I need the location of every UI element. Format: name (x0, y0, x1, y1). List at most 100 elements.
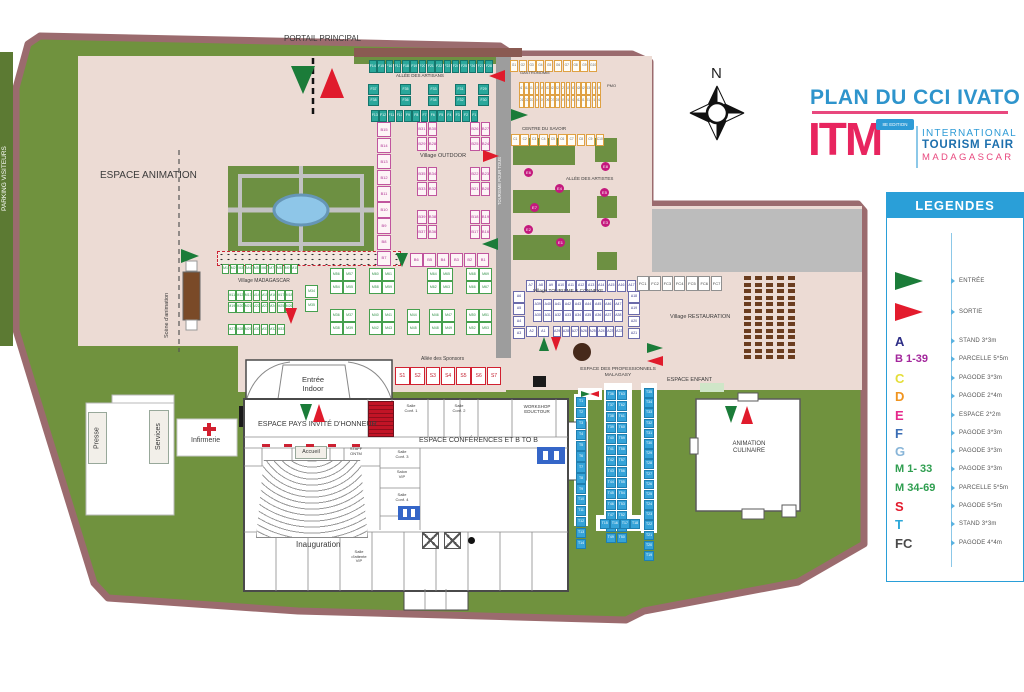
restaurant-table (777, 308, 784, 313)
tick-icon (951, 448, 955, 454)
tree (573, 343, 591, 361)
booth-A19: A19 (628, 303, 640, 315)
restaurant-table (788, 295, 795, 300)
wc-figure-icon (554, 451, 559, 460)
booth-T2: T2 (576, 407, 586, 419)
services-label: Services (149, 410, 169, 464)
legend-label: ENTRÉE (959, 278, 985, 284)
booth-F33: F33 (428, 84, 439, 95)
espace-badge-E5: E5 (600, 188, 609, 197)
booth-F1: F1 (470, 110, 479, 122)
booth-M12: M12 (236, 290, 244, 301)
restaurant-table (788, 282, 795, 287)
restaurant-table (766, 295, 773, 300)
restaurant-table (744, 276, 751, 280)
booth-A44: A44 (583, 299, 593, 311)
legend-label: PAGODE 3*3m (959, 430, 1003, 436)
booth-B7: B7 (377, 250, 391, 266)
legend-label: PAGODE 2*4m (959, 393, 1003, 399)
tick-icon (951, 278, 955, 284)
booth-T27: T27 (644, 469, 654, 480)
booth-M19: M19 (228, 301, 236, 313)
booth-F23: F23 (443, 60, 452, 73)
booth-D2: D2 (524, 94, 529, 108)
restaurant-table (744, 282, 751, 287)
booth-D23: D23 (550, 82, 555, 95)
booth-M1: M1 (222, 264, 229, 274)
booth-FC5: FC5 (686, 276, 698, 291)
legend-header: LEGENDES (887, 193, 1023, 218)
booth-M43: M43 (382, 322, 395, 335)
parking-visiteurs-label: PARKING VISITEURS (1, 146, 8, 211)
restaurant-table (777, 328, 784, 333)
booth-A21: A21 (628, 327, 640, 340)
aisle-strip (496, 56, 511, 358)
restaurant-table (755, 348, 762, 353)
column-dot (468, 537, 475, 544)
village-madagascar-label: Village MADAGASCAR (238, 278, 290, 284)
legend-key: E (895, 407, 904, 423)
espace-animation-label: ESPACE ANIMATION (100, 170, 197, 181)
booth-F26: F26 (468, 60, 477, 73)
booth-A43: A43 (573, 299, 583, 311)
legend-key: C (895, 370, 905, 386)
booth-M7: M7 (268, 264, 276, 274)
booth-T35: T35 (644, 388, 654, 398)
restaurant-table (766, 302, 773, 307)
tick-icon (951, 338, 955, 344)
exit-flag-icon (285, 308, 297, 324)
booth-T49: T49 (606, 532, 616, 544)
booth-M56: M56 (330, 268, 343, 281)
booth-A15: A15 (606, 280, 617, 292)
restaurant-table (755, 341, 762, 346)
legend-item-SORTIE: SORTIE (895, 298, 1019, 326)
booth-G7: G7 (562, 60, 571, 72)
booth-T13: T13 (576, 527, 586, 538)
booth-M11: M11 (228, 290, 236, 301)
booth-M58: M58 (369, 281, 382, 294)
restaurant-table (766, 322, 773, 327)
allee-artistes-label: ALLÉE DES ARTISTES (566, 176, 614, 181)
workshop-eductour-label: WORKSHOP EDUCTOUR (523, 404, 551, 415)
booth-A42: A42 (563, 299, 573, 311)
espace-badge-E6: E6 (524, 168, 533, 177)
door-mark (328, 444, 336, 447)
allee-artisans-label: ALLÉE DES ARTISANS (396, 73, 444, 78)
restaurant-table (788, 341, 795, 346)
legend-key: S (895, 498, 904, 514)
legend-label: PAGODE 3*3m (959, 466, 1003, 472)
legend-divider (951, 233, 952, 567)
restaurant-table (755, 295, 762, 300)
booth-T24: T24 (644, 500, 654, 510)
booth-B21: B21 (470, 181, 480, 196)
booth-A14: A14 (596, 280, 606, 292)
booth-B20: B20 (480, 181, 491, 196)
logo-line-3: MADAGASCAR (922, 152, 1014, 163)
door-mark (262, 444, 270, 447)
booth-F34: F34 (428, 95, 439, 106)
tick-icon (951, 430, 955, 436)
village-restauration-label: Village RESTAURATION (670, 314, 731, 320)
booth-M61: M61 (382, 268, 395, 281)
booth-T42: T42 (606, 455, 616, 467)
booth-M51: M51 (479, 309, 492, 322)
entrance-flag-icon (396, 253, 408, 267)
restaurant-table (766, 328, 773, 333)
booth-B10: B10 (377, 202, 391, 218)
booth-B15: B15 (377, 122, 391, 138)
booth-T41: T41 (606, 444, 616, 456)
compass-rose: N (689, 65, 745, 141)
booth-T61: T61 (617, 411, 627, 423)
salle-conf-4-label: Salle Conf. 4 (395, 492, 409, 502)
tick-icon (951, 412, 955, 418)
restaurant-table (777, 302, 784, 307)
booth-D19: D19 (529, 82, 534, 95)
